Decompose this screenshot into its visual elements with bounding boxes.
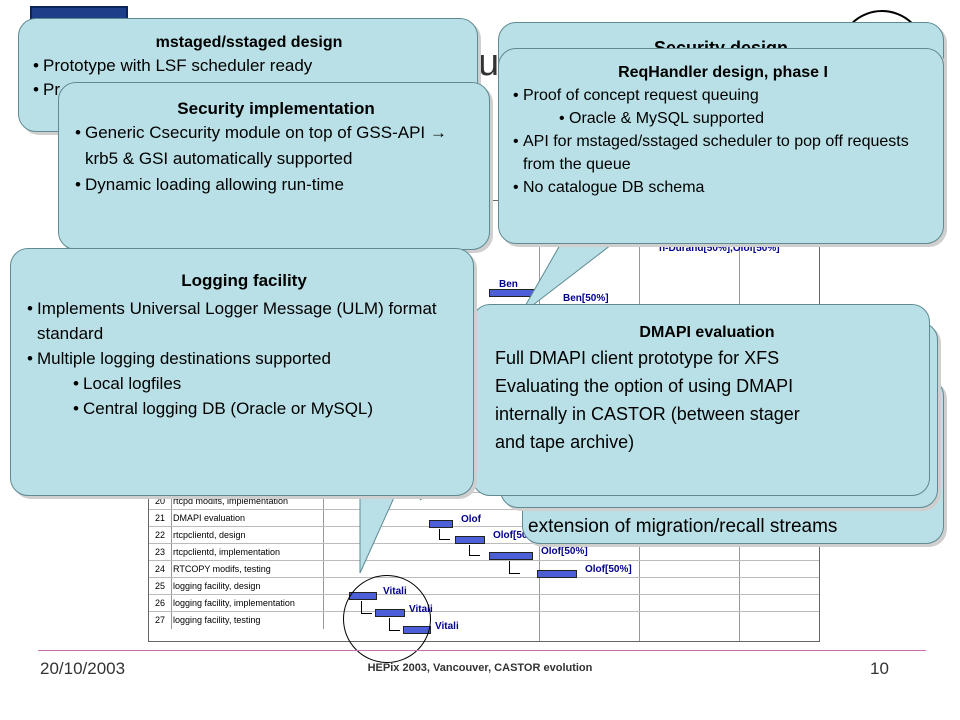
callout-item: Implements Universal Logger Message (ULM… (27, 296, 461, 346)
callout-title: DMAPI evaluation (639, 324, 775, 341)
gantt-bar (489, 552, 533, 560)
footer-divider (38, 650, 926, 651)
gantt-bar (429, 520, 453, 528)
callout-title: mstaged/sstaged design (155, 34, 343, 51)
callout-reqhandler: ReqHandler design, phase I Proof of conc… (498, 48, 944, 244)
callout-item: No catalogue DB schema (513, 176, 933, 199)
conference-footer: HEPix 2003, Vancouver, CASTOR evolution (367, 662, 593, 674)
gantt-label-olof50pct-2: Olof[50%] (585, 564, 632, 575)
callout-title: ReqHandler design, phase I (618, 64, 828, 81)
slide-title-fragment: u (478, 42, 500, 84)
gantt-label-durand: n-Durand[50%],Olof[50%] (659, 243, 780, 254)
callout-line: and tape archive) (495, 432, 635, 452)
callout-title: Logging facility (181, 271, 307, 290)
highlight-circle (343, 575, 431, 663)
callout-item: Local logfiles (27, 371, 461, 396)
callout-line: Evaluating the option of using DMAPI (495, 376, 794, 396)
callout-item: Central logging DB (Oracle or MySQL) (27, 396, 461, 421)
callout-line: Full DMAPI client prototype for XFS (495, 348, 780, 368)
gantt-label-vitali-3: Vitali (435, 621, 459, 632)
gantt-label-ben: Ben (499, 279, 518, 290)
gantt-bar (455, 536, 485, 544)
callout-item: Multiple logging destinations supported (27, 346, 461, 371)
callout-security-implementation: Security implementation Generic Csecurit… (58, 82, 490, 250)
slide-date: 20/10/2003 (40, 659, 126, 678)
callout-item: Generic Csecurity module on top of GSS-A… (75, 120, 477, 172)
page-number: 10 (870, 659, 889, 678)
callout-item: Oracle & MySQL supported (513, 107, 933, 130)
callout-line: Pr (33, 78, 465, 102)
gantt-bar (537, 570, 577, 578)
callout-item: Proof of concept request queuing (513, 84, 933, 107)
gantt-label-olof50pct: Olof[50%] (541, 546, 588, 557)
gantt-label-olof50: Olof[50 (493, 530, 528, 541)
callout-title: Security implementation (177, 99, 375, 118)
callout-item: Dynamic loading allowing run-time (75, 172, 477, 198)
callout-item: API for mstaged/sstaged scheduler to pop… (513, 130, 933, 176)
gantt-label-olof: Olof (461, 514, 481, 525)
migration-streams-text: extension of migration/recall streams (528, 516, 838, 537)
callout-dmapi: DMAPI evaluation Full DMAPI client proto… (472, 304, 930, 496)
gantt-label-ben50: Ben[50%] (563, 293, 609, 304)
callout-line: internally in CASTOR (between stager (495, 404, 800, 424)
callout-line: Prototype with LSF scheduler ready (33, 54, 465, 78)
gantt-bar (489, 289, 539, 297)
callout-logging-facility: Logging facility Implements Universal Lo… (10, 248, 474, 496)
